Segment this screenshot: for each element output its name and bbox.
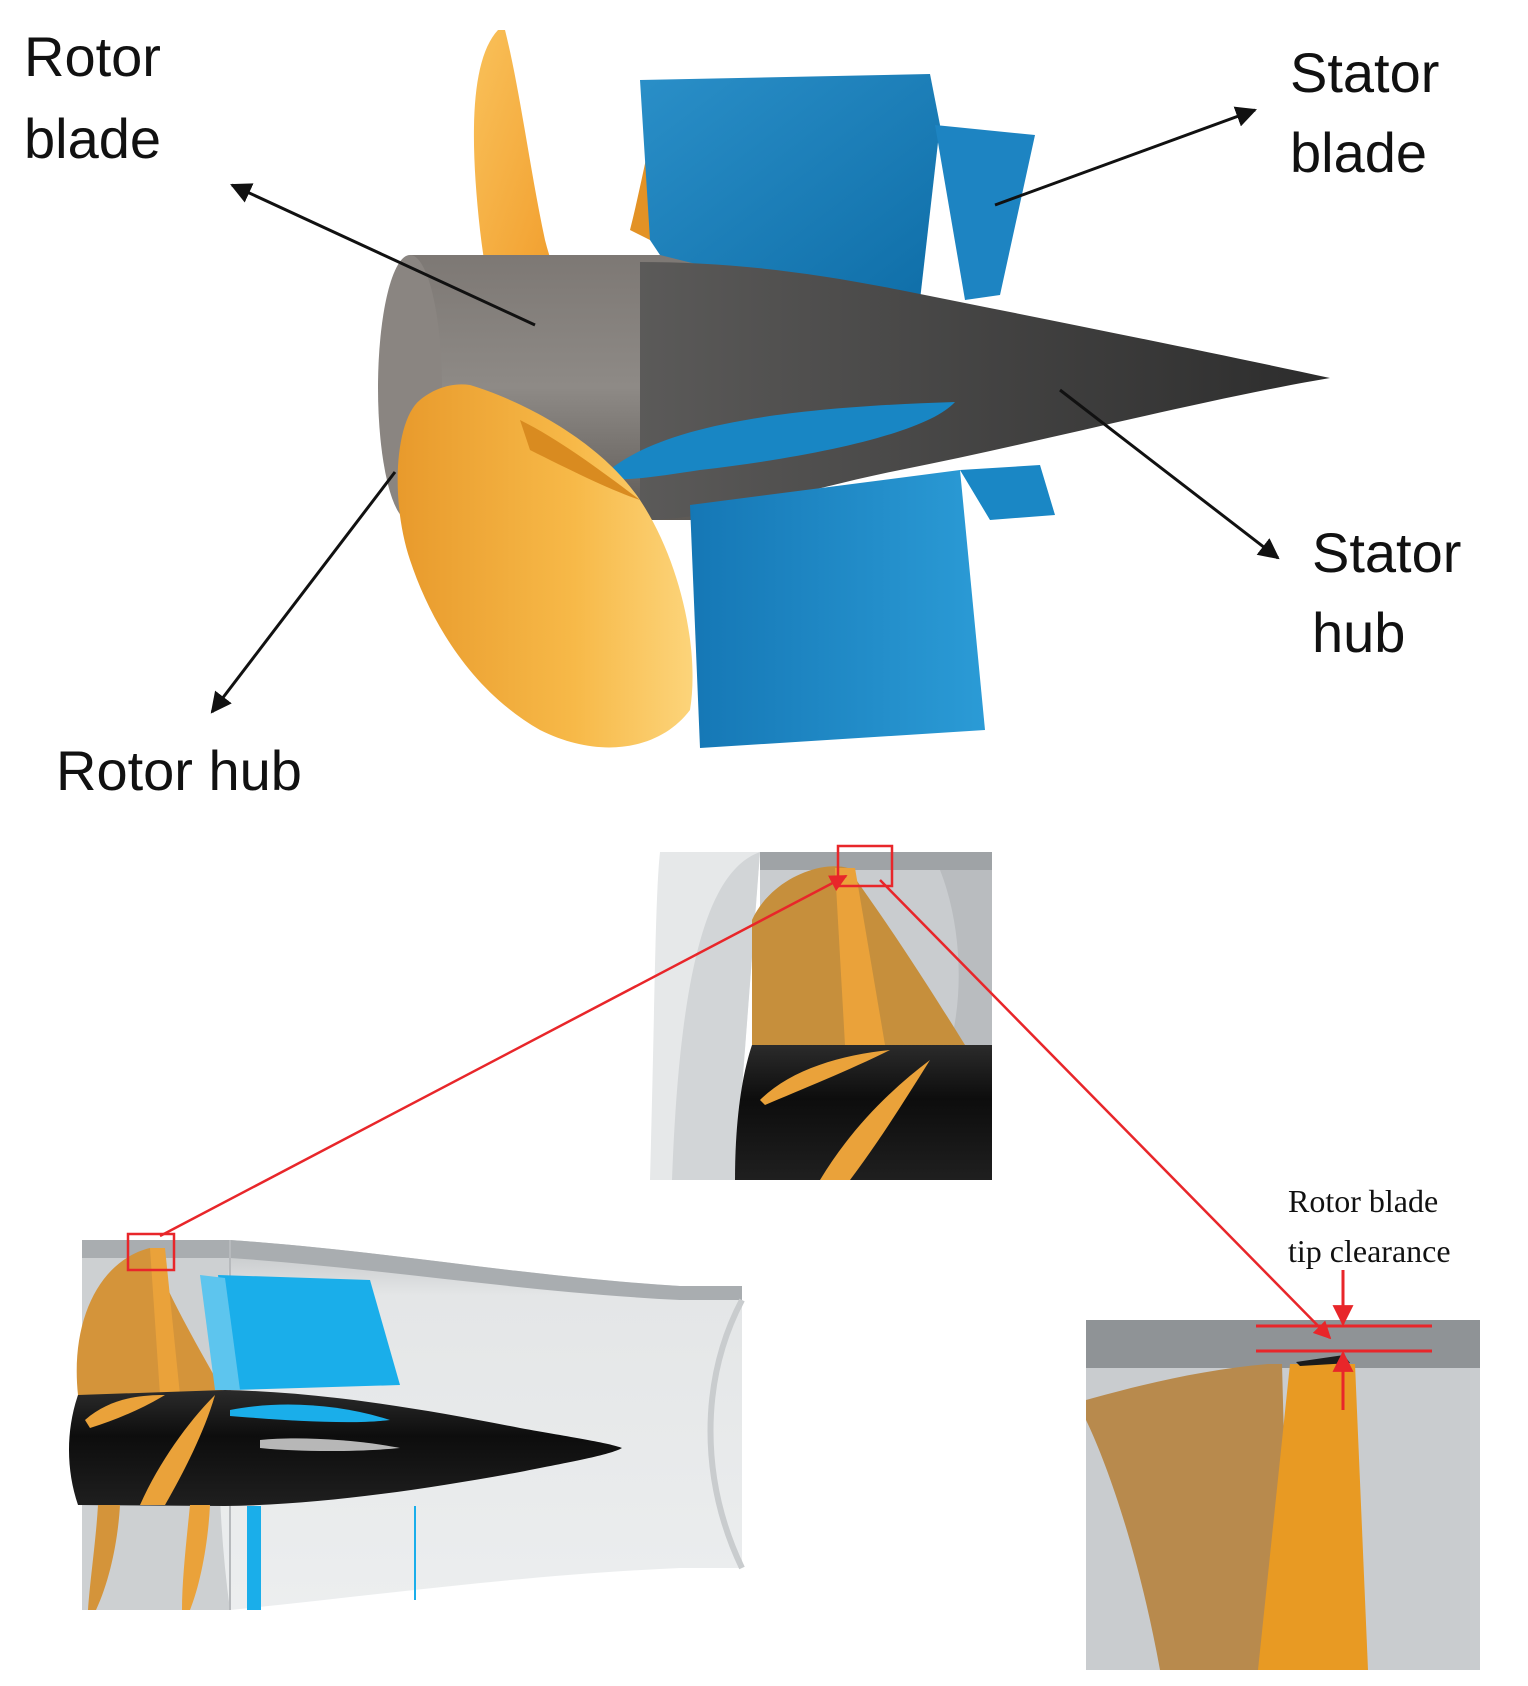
arrow-rotor-hub (210, 471, 397, 714)
callout-line-mid-to-detail (879, 879, 1332, 1340)
side-rotor-blade-lower-2 (182, 1505, 210, 1610)
side-rotor-blade-upper-edge (150, 1248, 180, 1395)
rotor-blade-root (520, 420, 640, 500)
stator-blade-lower-right (960, 465, 1055, 520)
label-stator-hub-line1: Stator (1312, 521, 1461, 584)
arrow-rotor-blade (230, 183, 536, 327)
top-3d-view: Rotor blade Stator blade Stator hub Roto… (24, 25, 1461, 802)
mid-hub-blade-2 (820, 1060, 930, 1180)
side-stator-inner (230, 1404, 390, 1423)
side-hub-blade-2 (140, 1395, 215, 1505)
label-stator-blade-line1: Stator (1290, 41, 1439, 104)
bottom-right-detail-view: Rotor blade tip clearance (1086, 1183, 1480, 1670)
detail-casing-top (1086, 1320, 1480, 1368)
mid-rotor-blade-edge (835, 868, 885, 1045)
mid-callout-box (836, 844, 894, 888)
label-tip-clearance-line2: tip clearance (1288, 1233, 1451, 1269)
mid-casing-right-shade (940, 870, 992, 1045)
mid-casing-top (760, 852, 992, 870)
side-hub-highlight (260, 1438, 400, 1451)
detail-blade-left (1086, 1364, 1290, 1670)
side-rotor-blade-upper (76, 1248, 225, 1395)
stator-blade-lower (690, 470, 985, 748)
stator-blade-middle (600, 402, 955, 480)
callout-line-side-to-mid (159, 874, 848, 1238)
side-callout-box (126, 1232, 176, 1272)
side-hub-blade-1 (85, 1395, 165, 1428)
label-stator-hub-line2: hub (1312, 601, 1405, 664)
rotor-blade-bottom (397, 384, 693, 748)
stator-blade-upper (640, 74, 940, 300)
stator-hub-cone (640, 262, 1330, 520)
side-stator-lower (247, 1506, 261, 1610)
side-stator-blade (218, 1275, 400, 1390)
side-casing-top-band (82, 1240, 742, 1300)
arrow-stator-hub (1059, 388, 1280, 560)
detail-blade-right (1258, 1364, 1368, 1670)
middle-zoom-view (650, 844, 992, 1180)
label-rotor-blade-line1: Rotor (24, 25, 161, 88)
label-rotor-blade-line2: blade (24, 107, 161, 170)
bottom-left-side-view (69, 1232, 745, 1610)
label-rotor-hub: Rotor hub (56, 739, 302, 802)
stator-blade-upper-right (935, 125, 1035, 300)
callout-lines (159, 874, 1332, 1340)
side-casing-outlet-curve (707, 1298, 745, 1570)
mid-hub-blade-1 (760, 1050, 890, 1105)
label-stator-blade-line2: blade (1290, 121, 1427, 184)
side-rotor-blade-lower-1 (88, 1505, 120, 1610)
arrow-stator-blade (994, 106, 1257, 207)
side-stator-blade-shadow (200, 1275, 240, 1390)
label-tip-clearance-line1: Rotor blade (1288, 1183, 1438, 1219)
